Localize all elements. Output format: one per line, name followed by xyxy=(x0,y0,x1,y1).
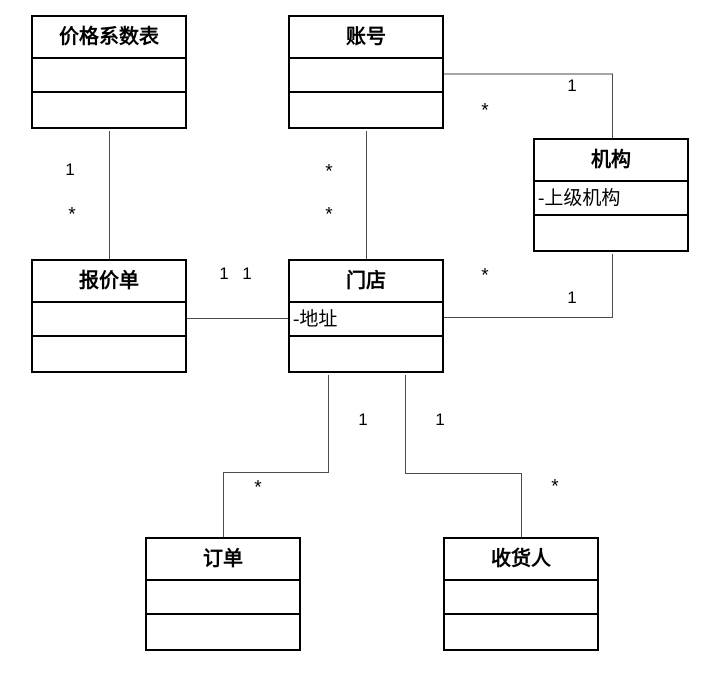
multiplicity-label: * xyxy=(481,100,489,122)
class-name: 订单 xyxy=(147,539,299,581)
class-attributes-compartment xyxy=(445,581,597,615)
multiplicity-label: 1 xyxy=(567,288,577,307)
class-attributes-compartment xyxy=(290,59,442,93)
multiplicity-label: 1 xyxy=(242,264,252,283)
class-name: 账号 xyxy=(290,17,442,59)
class-node-account[interactable]: 账号 xyxy=(288,15,444,129)
class-node-consignee[interactable]: 收货人 xyxy=(443,537,599,651)
class-operations-compartment xyxy=(33,93,185,127)
class-name: 价格系数表 xyxy=(33,17,185,59)
class-node-price-coefficient-table[interactable]: 价格系数表 xyxy=(31,15,187,129)
multiplicity-label: 1 xyxy=(358,410,368,429)
multiplicity-label: * xyxy=(481,265,489,287)
multiplicity-label: 1 xyxy=(567,76,577,95)
multiplicity-label: * xyxy=(254,477,262,499)
class-attributes-compartment xyxy=(33,59,185,93)
association-line-account-organization xyxy=(444,73,613,138)
class-node-order[interactable]: 订单 xyxy=(145,537,301,651)
multiplicity-label: * xyxy=(325,204,333,226)
class-name: 收货人 xyxy=(445,539,597,581)
multiplicity-label: 1 xyxy=(219,264,229,283)
association-line-organization-store xyxy=(444,254,613,318)
class-operations-compartment xyxy=(445,615,597,649)
class-attributes-compartment xyxy=(147,581,299,615)
class-operations-compartment xyxy=(33,337,185,371)
class-node-quotation[interactable]: 报价单 xyxy=(31,259,187,373)
association-line-store-order xyxy=(223,375,329,537)
class-attributes-compartment: -地址 xyxy=(290,303,442,337)
class-operations-compartment xyxy=(535,216,687,250)
class-node-store[interactable]: 门店 -地址 xyxy=(288,259,444,373)
class-operations-compartment xyxy=(290,337,442,371)
multiplicity-label: * xyxy=(68,204,76,226)
class-name: 门店 xyxy=(290,261,442,303)
multiplicity-label: * xyxy=(551,476,559,498)
class-operations-compartment xyxy=(290,93,442,127)
association-line-store-consignee xyxy=(405,375,522,537)
multiplicity-label: 1 xyxy=(435,410,445,429)
class-operations-compartment xyxy=(147,615,299,649)
class-name: 报价单 xyxy=(33,261,185,303)
multiplicity-label: 1 xyxy=(65,160,75,179)
multiplicity-label: * xyxy=(325,161,333,183)
class-name: 机构 xyxy=(535,140,687,182)
class-attributes-compartment: -上级机构 xyxy=(535,182,687,216)
class-node-organization[interactable]: 机构 -上级机构 xyxy=(533,138,689,252)
class-attributes-compartment xyxy=(33,303,185,337)
